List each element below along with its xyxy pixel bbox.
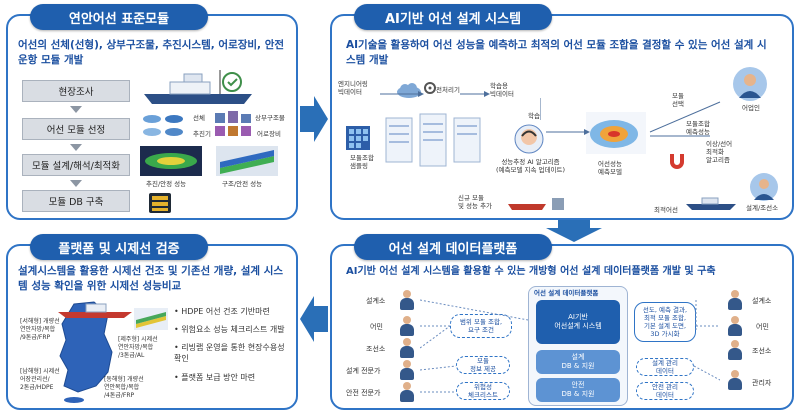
label-learning: 학습 [528, 112, 540, 120]
label-prediction-model: 어선성능 예측모델 [598, 160, 622, 176]
left-person-label-design-expert: 설계 전문가 [346, 367, 381, 375]
step-module-design: 모듈 설계/해석/최적화 [22, 154, 130, 176]
label-structure-safety: 구조/안전 성능 [222, 180, 263, 188]
right-person-label-shipyard: 조선소 [752, 347, 772, 355]
bullet-living-lab: • 리빙랩 운영을 통한 현장수용성 확인 [174, 343, 285, 363]
flow-arrows [540, 98, 721, 137]
label-propulsion-safety: 추진/안정 성능 [146, 180, 187, 188]
person-icon [398, 360, 416, 380]
panel1-subtitle: 어선의 선체(선형), 상부구조물, 추진시스템, 어로장비, 안전운항 모듈 … [18, 39, 285, 66]
propulsion-analysis-image [140, 146, 202, 176]
left-person-label-safety-expert: 안전 전문가 [346, 389, 381, 397]
dataset-table-icons [385, 113, 481, 167]
pill-module-info: 모듈 정보 제공 [456, 356, 510, 374]
panel3-title: 어선 설계 데이터플랫폼 [354, 234, 552, 260]
person-icon [726, 290, 744, 310]
arrow-panel3-to-panel4 [300, 296, 328, 342]
prototype-vessel-top [58, 303, 132, 318]
map-label-jeju: [제주형] 시제선 연안자망/복합 /3톤급/AL [118, 336, 158, 359]
label-training-bigdata: 학습용 빅데이터 [490, 82, 514, 98]
pill-design-management: 설계 관리 데이터 [636, 358, 694, 376]
map-label-east: [동해형] 개량선 연안복합/복합 /4톤급/FRP [104, 376, 144, 399]
bullet-checklist: • 위험요소 성능 체크리스트 개발 [174, 325, 285, 334]
label-module-select: 모듈 선택 [672, 92, 684, 108]
panel4-title: 플랫폼 및 시제선 검증 [30, 234, 208, 260]
ai-core-system: AI기반 어선설계 시스템 [536, 300, 620, 344]
cloud-icon [397, 83, 421, 98]
fishing-vessel-illustration [144, 70, 252, 104]
bullet-platform-distribution: • 플랫폼 보급 방안 마련 [174, 373, 256, 382]
step-arrow [70, 144, 82, 151]
korea-map-image [59, 301, 113, 403]
performance-map-image [586, 112, 646, 154]
platform-title: 어선 설계 데이터플랫폼 [534, 289, 599, 297]
pill-safety-management: 안전 관리 데이터 [636, 382, 694, 400]
person-icon [726, 370, 744, 390]
panel2-subtitle: AI기술을 활용하여 어선 성능을 예측하고 최적의 어선 모듈 조합을 결정할… [346, 39, 767, 66]
arrow-panel1-to-panel2 [300, 96, 328, 142]
structure-analysis-image [216, 146, 278, 176]
person-icon [398, 382, 416, 402]
fishing-gear-icons [215, 126, 251, 136]
panel3-subtitle: AI기반 어선 설계 시스템을 활용할 수 있는 개방형 어선 설계 데이터플랫… [346, 266, 716, 277]
panel-ai-design-system [330, 14, 794, 220]
label-hull: 선체 [193, 114, 205, 122]
pill-module-requirements: 범위 모듈 조합, 요구 조건 [450, 314, 512, 338]
step-field-survey: 현장조사 [22, 80, 130, 102]
right-person-label-admin: 관리자 [752, 379, 772, 387]
left-person-label-shipyard: 조선소 [366, 345, 386, 353]
hull-analysis-image [134, 308, 168, 330]
design-db: 설계 DB & 지원 [536, 350, 620, 374]
label-optimal-vessel: 최적어선 [654, 206, 678, 214]
map-label-west: [서해형] 개량선 연안자망/복합 /9톤급/FRP [20, 318, 60, 341]
module-sampling-icon [346, 126, 370, 150]
ai-brain-icon [514, 124, 544, 154]
superstructure-icons [215, 111, 251, 123]
left-person-label-fisherman: 어민 [370, 323, 383, 331]
label-module-sampling: 모듈조합 샘플링 [350, 154, 374, 170]
magnet-icon [670, 154, 684, 169]
person-icon [726, 340, 744, 360]
step-module-db: 모듈 DB 구축 [22, 190, 130, 212]
platform-connector-lines [420, 299, 720, 393]
label-propulsion: 추진기 [193, 130, 211, 138]
person-icon [398, 316, 416, 336]
step-arrow [70, 106, 82, 113]
step-module-selection: 어선 모듈 선정 [22, 118, 130, 140]
step-arrow [70, 180, 82, 187]
label-ai-algorithm: 성능추정 AI 알고리즘 (예측모델 지속 업데이트) [496, 158, 566, 174]
pipeline-arrows [380, 91, 490, 97]
label-fishing-gear: 어로장비 [257, 130, 281, 138]
right-person-label-designer: 설계소 [752, 297, 772, 305]
label-optimization: 이상/선어 최적화 알고리즘 [706, 140, 733, 164]
right-person-label-fisherman: 어민 [756, 323, 769, 331]
label-superstructure: 상부구조물 [255, 114, 285, 122]
design-expert-avatar [750, 173, 778, 201]
pill-design-results: 선도, 예측 결과, 최적 모듈 조합, 기본 설계 도면, 3D 가시화 [634, 302, 696, 342]
label-fisherman: 어업인 [742, 104, 760, 112]
label-new-module: 신규 모듈 및 성능 추가 [458, 194, 493, 210]
pill-risk-checklist: 위험성 체크리스트 [456, 382, 510, 400]
hull-module-icons [143, 115, 183, 136]
panel2-title: AI기반 어선 설계 시스템 [354, 4, 552, 30]
safety-db: 안전 DB & 지원 [536, 378, 620, 402]
panel1-title: 연안어선 표준모듈 [30, 4, 208, 30]
gear-icon [424, 82, 436, 94]
vessel-model-icons [508, 198, 564, 210]
bullet-hdpe: • HDPE 어선 건조 기반마련 [174, 307, 270, 316]
label-engineering-bigdata: 엔지니어링 빅데이터 [338, 80, 368, 96]
label-design-expert: 설계/조선소 [746, 204, 779, 212]
map-label-south: [남해형] 시제선 어장관리선/ 2톤급/HDPE [20, 368, 60, 391]
person-icon [398, 290, 416, 310]
left-person-label-designer: 설계소 [366, 297, 386, 305]
person-icon [726, 316, 744, 336]
db-server-icon [149, 193, 171, 213]
arrow-panel2-to-panel3 [546, 220, 602, 242]
label-preprocess: 전처리기 [436, 86, 460, 94]
fisherman-avatar [733, 67, 767, 101]
panel4-subtitle: 설계시스템을 활용한 시제선 건조 및 기존선 개량, 설계 시스템 성능 확인… [18, 265, 284, 292]
optimal-vessel-icon [686, 197, 736, 210]
person-icon [398, 338, 416, 358]
label-module-prediction: 모듈조합 예측성능 [686, 120, 710, 136]
